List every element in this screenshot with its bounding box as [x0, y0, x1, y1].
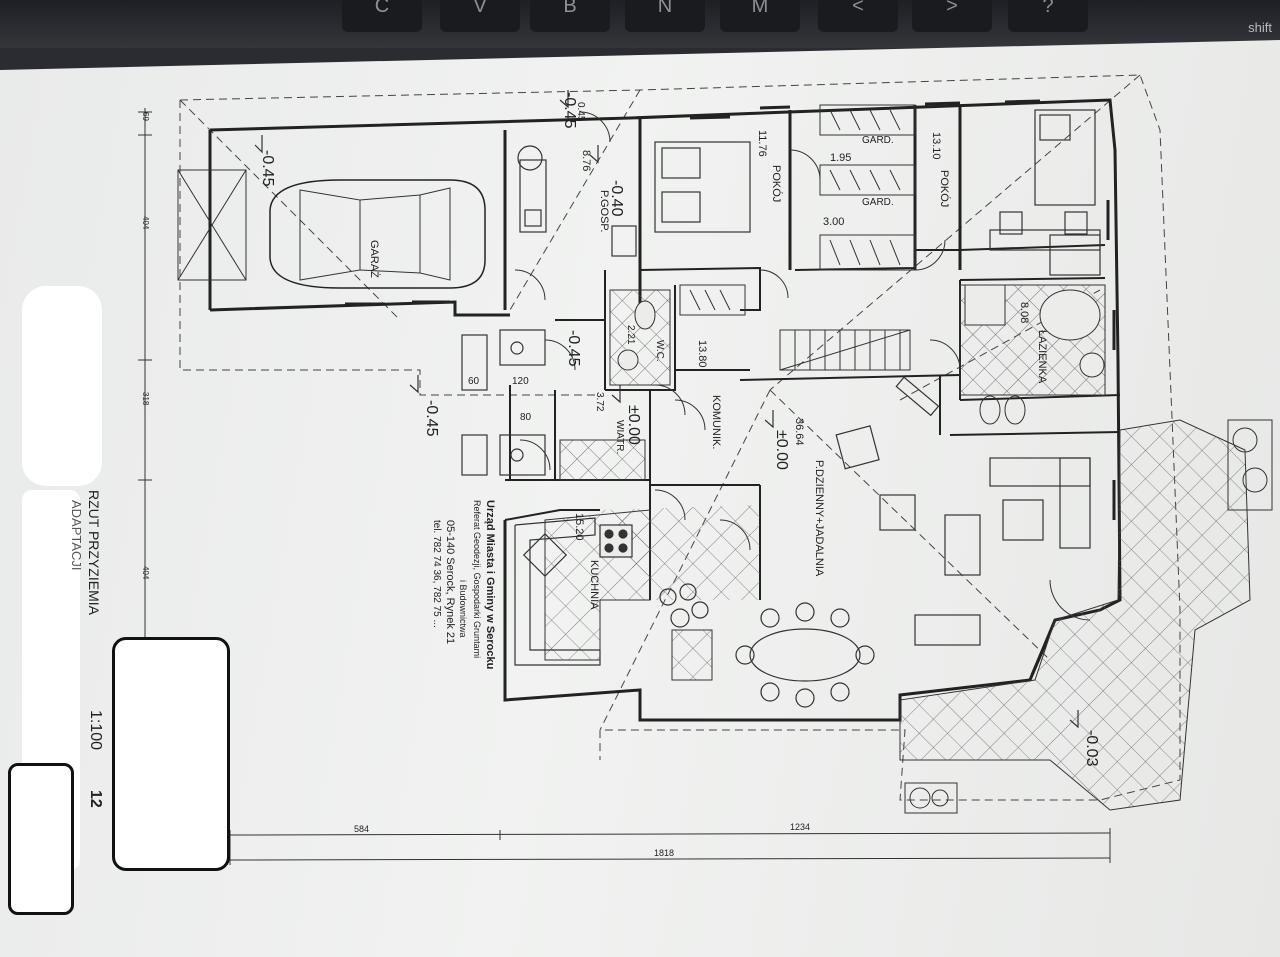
stamp-line: Referat Geodezji, Gospodarki Gruntami	[472, 500, 482, 659]
redaction-block	[112, 637, 230, 871]
keyboard-key: >	[912, 0, 992, 32]
bathroom-tiles	[959, 284, 1106, 425]
key-label: >	[946, 0, 958, 17]
room-label-bedroom-2: POKÓJ	[938, 170, 950, 208]
keyboard-key: M	[720, 0, 800, 32]
stamp-line: Urząd Miasta i Gminy w Serocku	[484, 500, 496, 670]
room-label-bedroom-1: POKÓJ	[770, 165, 782, 203]
planter	[904, 419, 1273, 814]
level-label: -0.45	[565, 330, 582, 367]
dim-bottom-total: 1818	[654, 848, 675, 858]
garage	[177, 169, 486, 289]
level-label: ±0.00	[625, 405, 642, 445]
car-icon	[269, 179, 486, 289]
room-area-hallway: 13.80	[696, 340, 708, 368]
dining-table	[659, 583, 875, 708]
dimension-lines	[138, 108, 1111, 870]
staircase	[779, 329, 911, 371]
dim-small: 120	[512, 376, 529, 387]
plan-subtitle: ADAPTACJI	[69, 500, 84, 571]
kitchen-counter	[514, 517, 633, 666]
keyboard-key: V	[440, 0, 520, 32]
living-room-furniture	[835, 376, 1091, 646]
door-swings	[514, 111, 1091, 621]
wc-tiles	[609, 289, 671, 386]
stove-icon	[599, 524, 633, 558]
boiler-room	[517, 145, 637, 257]
dim-left-top: 69	[141, 112, 150, 121]
room-label-living-dining: P.DZIENNY+JADALNIA	[813, 460, 825, 577]
room-area-bathroom: 8.08	[1018, 302, 1030, 324]
redaction-block	[8, 763, 74, 915]
dim-left-3: 404	[141, 566, 150, 580]
room-area-wardrobe-1: 1.95	[830, 152, 852, 164]
dim-bottom-right: 1234	[790, 822, 811, 832]
bedroom-desk	[989, 211, 1101, 276]
key-label: N	[657, 0, 673, 17]
room-area-bedroom-2: 13.10	[930, 132, 942, 160]
level-markers	[254, 90, 1079, 729]
shift-key-label: shift	[1248, 20, 1272, 35]
dim-small: 60	[468, 376, 480, 387]
stamp-line: 05-140 Serock, Rynek 21	[444, 520, 456, 645]
keyboard-key: N	[625, 0, 705, 32]
room-area-wc: 2.21	[625, 325, 636, 345]
room-area-wardrobe-2: 3.00	[823, 216, 845, 228]
room-area-utility: 8.76	[580, 150, 592, 172]
level-label: ±0.00	[773, 430, 790, 470]
key-label: M	[751, 0, 769, 17]
keyboard-key: ?	[1008, 0, 1088, 32]
redaction-block	[22, 286, 102, 486]
terrace-tiles	[899, 419, 1251, 811]
keyboard-key: B	[530, 0, 610, 32]
wardrobes	[679, 104, 916, 316]
keyboard-key: <	[818, 0, 898, 32]
dim-left-1: 404	[141, 216, 150, 230]
room-label-wc: W.C.	[654, 340, 665, 362]
dim-bottom-left: 584	[354, 824, 370, 834]
room-area-living-dining: 36.64	[793, 418, 805, 446]
key-label: ?	[1042, 0, 1054, 17]
entry-tiles	[559, 439, 646, 481]
room-label-garage: GARAŻ	[368, 240, 380, 278]
level-label: -0.45	[423, 400, 440, 437]
plan-scale: 1:100	[87, 710, 104, 751]
key-label: B	[563, 0, 577, 17]
room-area-kitchen: 15.20	[573, 513, 585, 541]
level-label: -0.45	[259, 150, 276, 187]
room-label-bathroom: ŁAZIENKA	[1036, 330, 1048, 384]
stamp-line: tel. 782 74 36, 782 75 ...	[431, 520, 442, 628]
dim-left-2: 318	[141, 392, 150, 406]
windows	[345, 99, 1116, 722]
dim-small: 80	[520, 412, 532, 423]
boiler-pillars	[461, 329, 546, 476]
level-label: -0.03	[1083, 730, 1100, 767]
dim-small: 0.45	[575, 102, 586, 122]
floor-plan	[138, 74, 1273, 870]
room-label-kitchen: KUCHNIA	[588, 560, 600, 610]
key-label: C	[374, 0, 390, 17]
plan-title: RZUT PRZYZIEMIA	[86, 490, 102, 615]
outer-walls	[208, 98, 1122, 722]
sheet-number: 12	[87, 790, 104, 808]
room-label-wardrobe-2: GARD.	[862, 197, 894, 208]
key-label: <	[852, 0, 864, 17]
beds	[654, 109, 1096, 233]
room-label-vestibule: WIATR.	[614, 420, 625, 455]
room-area-vestibule: 3.72	[594, 392, 605, 412]
key-label: V	[473, 0, 487, 17]
keyboard-background: C V B N M < > ? shift	[0, 0, 1280, 48]
room-label-hallway: KOMUNIK.	[710, 395, 722, 450]
room-label-wardrobe-1: GARD.	[862, 135, 894, 146]
room-area-bedroom-1: 11.76	[756, 130, 768, 157]
paper-sheet: RZUT PRZYZIEMIA ADAPTACJI 1:100 12 584 1…	[0, 40, 1280, 957]
room-label-utility: P.GOSP.	[598, 190, 610, 233]
keyboard-key: C	[342, 0, 422, 32]
stamp-line: i Budownictwa	[458, 580, 468, 638]
